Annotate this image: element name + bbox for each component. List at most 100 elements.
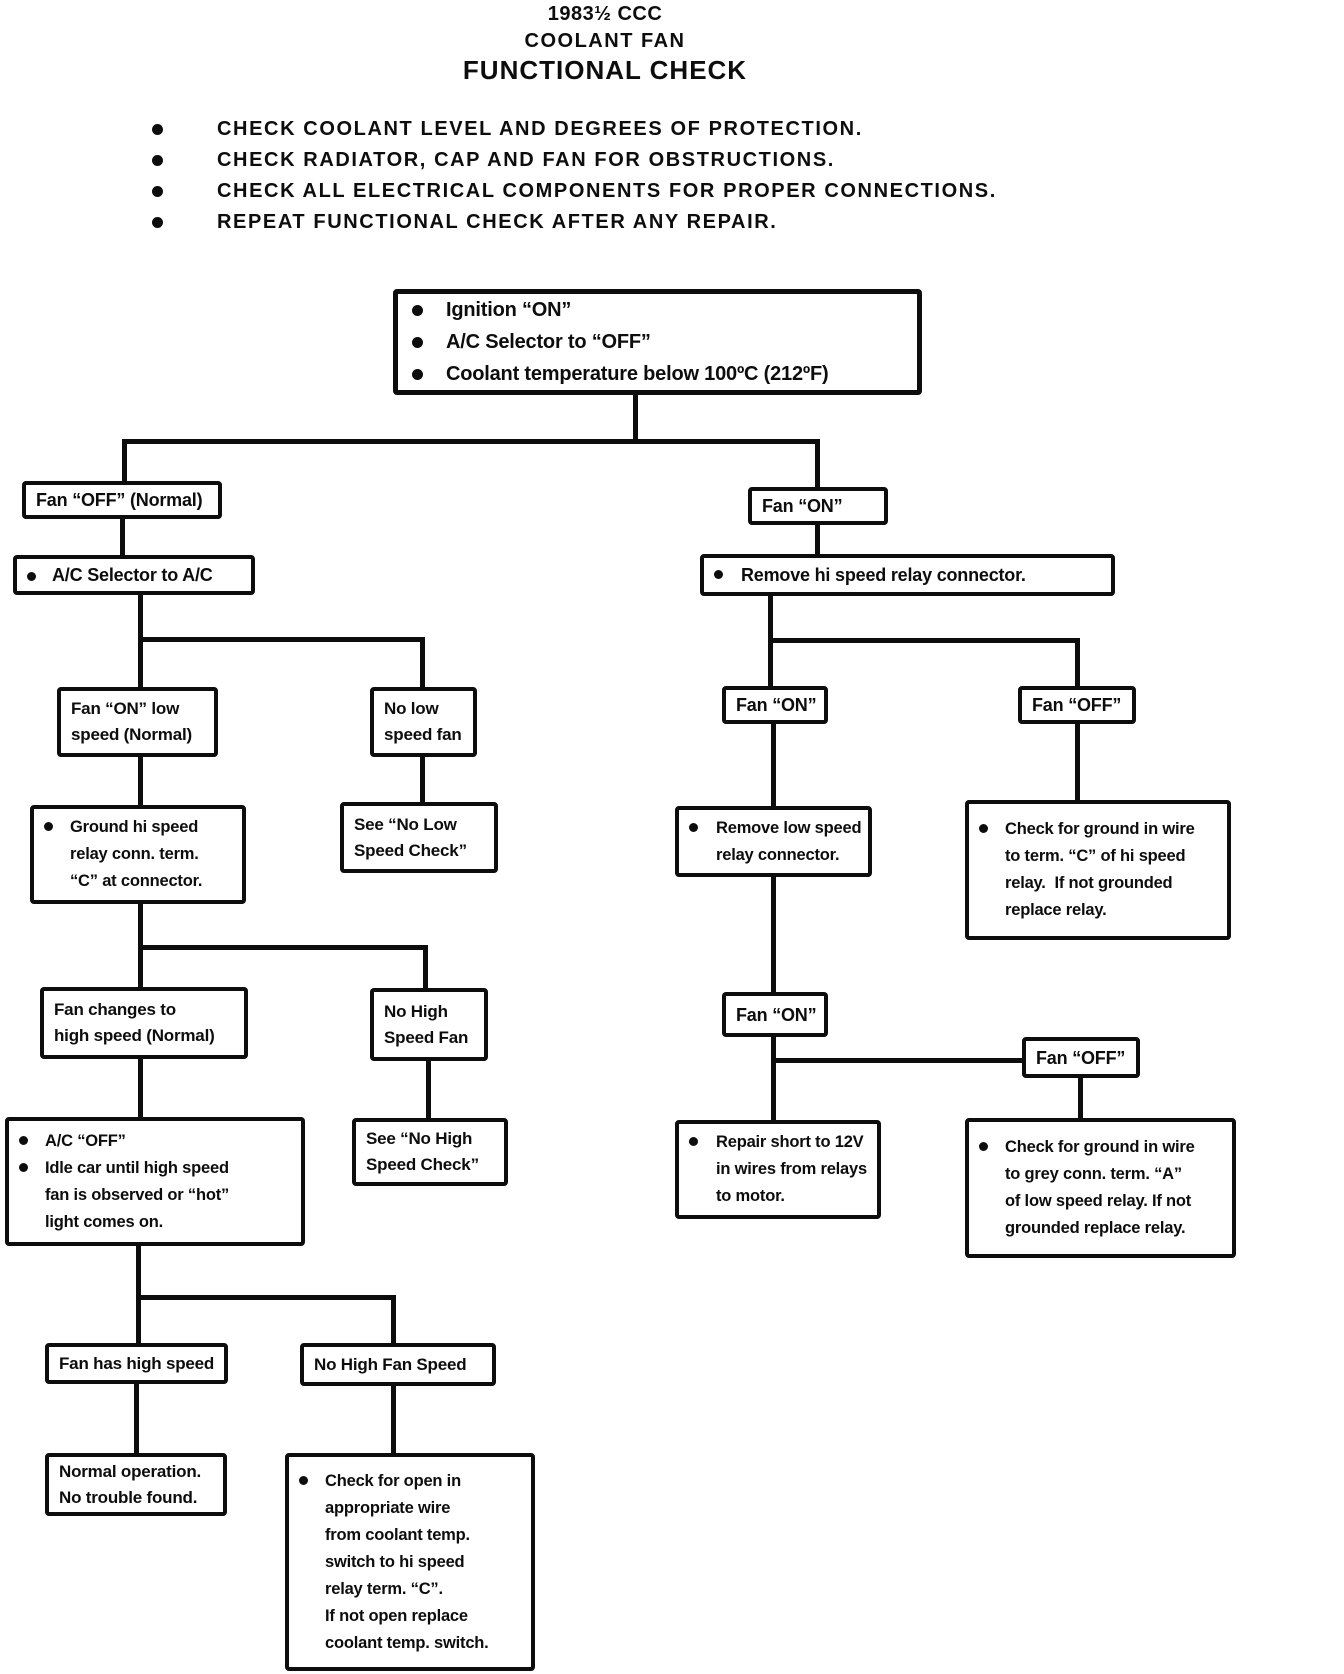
- flow-node-fan-on-low-speed: Fan “ON” low speed (Normal): [57, 687, 218, 757]
- precheck-list: CHECK COOLANT LEVEL AND DEGREES OF PROTE…: [152, 119, 997, 243]
- bullet-icon: [979, 824, 988, 833]
- connector-line: [420, 755, 425, 804]
- connector-line: [771, 1035, 776, 1122]
- node-text: Fan “ON” low speed (Normal): [71, 699, 192, 744]
- bullet-icon: [412, 305, 423, 316]
- connector-line: [122, 439, 127, 483]
- bullet-item: Check for ground in wire to term. “C” of…: [979, 816, 1221, 924]
- node-text: Normal operation. No trouble found.: [59, 1461, 202, 1507]
- connector-line: [633, 393, 638, 441]
- flow-node-fan-off-normal: Fan “OFF” (Normal): [22, 481, 222, 519]
- bullet-item: Idle car until high speed fan is observe…: [19, 1155, 295, 1236]
- flow-node-normal-operation: Normal operation. No trouble found.: [45, 1453, 227, 1516]
- flow-node-fan-on-mid: Fan “ON”: [722, 686, 828, 724]
- node-text: Ignition “ON”: [446, 299, 572, 321]
- bullet-icon: [412, 337, 423, 348]
- bullet-icon: [152, 124, 163, 135]
- node-text: Coolant temperature below 100ºC (212ºF): [446, 363, 829, 385]
- flow-node-no-high-speed-fan: No High Speed Fan: [370, 988, 488, 1061]
- bullet-item: A/C Selector to “OFF”: [412, 326, 911, 358]
- connector-line: [1078, 1076, 1083, 1120]
- bullet-item: A/C “OFF”: [19, 1128, 295, 1155]
- connector-line: [768, 638, 1080, 643]
- bullet-item: Check for ground in wire to grey conn. t…: [979, 1134, 1226, 1242]
- bullet-icon: [19, 1135, 28, 1145]
- bullet-item: Coolant temperature below 100ºC (212ºF): [412, 358, 911, 390]
- node-text: Fan changes to high speed (Normal): [54, 1000, 215, 1045]
- bullet-icon: [299, 1475, 308, 1485]
- node-text: Check for ground in wire to term. “C” of…: [1005, 820, 1195, 919]
- node-text: Fan “OFF” (Normal): [36, 490, 203, 510]
- connector-line: [1075, 722, 1080, 802]
- flow-node-check-ground-hi-speed-relay: Check for ground in wire to term. “C” of…: [965, 800, 1231, 940]
- precheck-item: CHECK ALL ELECTRICAL COMPONENTS FOR PROP…: [152, 181, 997, 202]
- precheck-item: REPEAT FUNCTIONAL CHECK AFTER ANY REPAIR…: [152, 212, 997, 233]
- connector-line: [138, 637, 425, 642]
- bullet-item: A/C Selector to A/C: [27, 564, 245, 586]
- node-text: A/C Selector to “OFF”: [446, 331, 651, 353]
- bullet-item: Repair short to 12V in wires from relays…: [689, 1129, 871, 1210]
- flow-node-start-conditions: Ignition “ON” A/C Selector to “OFF” Cool…: [393, 289, 922, 395]
- connector-line: [771, 1058, 1024, 1063]
- node-text: See “No Low Speed Check”: [354, 814, 467, 860]
- node-text: Ground hi speed relay conn. term. “C” at…: [70, 818, 203, 890]
- node-text: No High Speed Fan: [384, 1001, 469, 1047]
- bullet-item: Check for open in appropriate wire from …: [299, 1468, 525, 1657]
- node-text: No High Fan Speed: [314, 1354, 467, 1374]
- node-text: Fan “OFF”: [1036, 1047, 1126, 1068]
- flow-node-check-ground-low-speed-relay: Check for ground in wire to grey conn. t…: [965, 1118, 1236, 1258]
- connector-line: [391, 1384, 396, 1455]
- flow-node-fan-off-mid: Fan “OFF”: [1018, 686, 1136, 724]
- precheck-text: CHECK COOLANT LEVEL AND DEGREES OF PROTE…: [217, 118, 863, 140]
- node-text: Check for open in appropriate wire from …: [325, 1471, 489, 1652]
- flow-node-fan-changes-high-speed: Fan changes to high speed (Normal): [40, 987, 248, 1059]
- connector-line: [136, 1244, 141, 1345]
- bullet-icon: [152, 217, 163, 228]
- bullet-icon: [689, 1137, 698, 1146]
- node-text: Fan has high speed: [59, 1353, 215, 1373]
- flow-node-remove-low-speed-relay-connector: Remove low speed relay connector.: [675, 806, 872, 877]
- node-text: Fan “OFF”: [1032, 695, 1122, 715]
- connector-line: [815, 523, 820, 556]
- flow-node-ground-hi-speed-relay: Ground hi speed relay conn. term. “C” at…: [30, 805, 246, 904]
- flow-node-repair-short-12v: Repair short to 12V in wires from relays…: [675, 1120, 881, 1219]
- node-text: Idle car until high speed fan is observe…: [45, 1158, 230, 1231]
- connector-line: [138, 755, 143, 807]
- precheck-text: CHECK RADIATOR, CAP AND FAN FOR OBSTRUCT…: [217, 149, 835, 171]
- connector-line: [815, 439, 820, 489]
- bullet-icon: [979, 1142, 988, 1151]
- node-text: Fan “ON”: [762, 496, 843, 516]
- node-text: A/C Selector to A/C: [52, 565, 213, 585]
- node-text: Remove low speed relay connector.: [716, 818, 862, 864]
- flow-node-check-for-open-wire: Check for open in appropriate wire from …: [285, 1453, 535, 1671]
- connector-line: [138, 1057, 143, 1119]
- flow-node-fan-off-bottom: Fan “OFF”: [1022, 1037, 1140, 1078]
- bullet-item: Ground hi speed relay conn. term. “C” at…: [44, 814, 236, 895]
- node-text: See “No High Speed Check”: [366, 1129, 479, 1174]
- flow-node-ac-off-idle-car: A/C “OFF” Idle car until high speed fan …: [5, 1117, 305, 1246]
- bullet-icon: [152, 186, 163, 197]
- bullet-icon: [412, 369, 423, 380]
- bullet-icon: [44, 822, 53, 831]
- node-text: Check for ground in wire to grey conn. t…: [1005, 1138, 1195, 1237]
- flow-node-see-no-low-speed-check: See “No Low Speed Check”: [340, 802, 498, 873]
- bullet-item: Ignition “ON”: [412, 294, 911, 326]
- precheck-item: CHECK COOLANT LEVEL AND DEGREES OF PROTE…: [152, 119, 997, 140]
- doc-title-main: FUNCTIONAL CHECK: [462, 55, 748, 85]
- node-text: No low speed fan: [384, 699, 462, 744]
- bullet-icon: [689, 822, 698, 832]
- node-text: Fan “ON”: [736, 695, 817, 715]
- precheck-item: CHECK RADIATOR, CAP AND FAN FOR OBSTRUCT…: [152, 150, 997, 171]
- connector-line: [426, 1059, 431, 1120]
- doc-title-subject: COOLANT FAN: [524, 30, 686, 52]
- bullet-item: Remove hi speed relay connector.: [714, 564, 1105, 586]
- flow-node-no-low-speed-fan: No low speed fan: [370, 687, 477, 757]
- flow-node-fan-on-bottom: Fan “ON”: [722, 992, 828, 1037]
- bullet-icon: [19, 1162, 28, 1172]
- connector-line: [134, 1382, 139, 1455]
- node-text: Repair short to 12V in wires from relays…: [716, 1133, 867, 1205]
- bullet-icon: [152, 155, 163, 166]
- bullet-item: Remove low speed relay connector.: [689, 815, 862, 869]
- bullet-icon: [27, 572, 36, 581]
